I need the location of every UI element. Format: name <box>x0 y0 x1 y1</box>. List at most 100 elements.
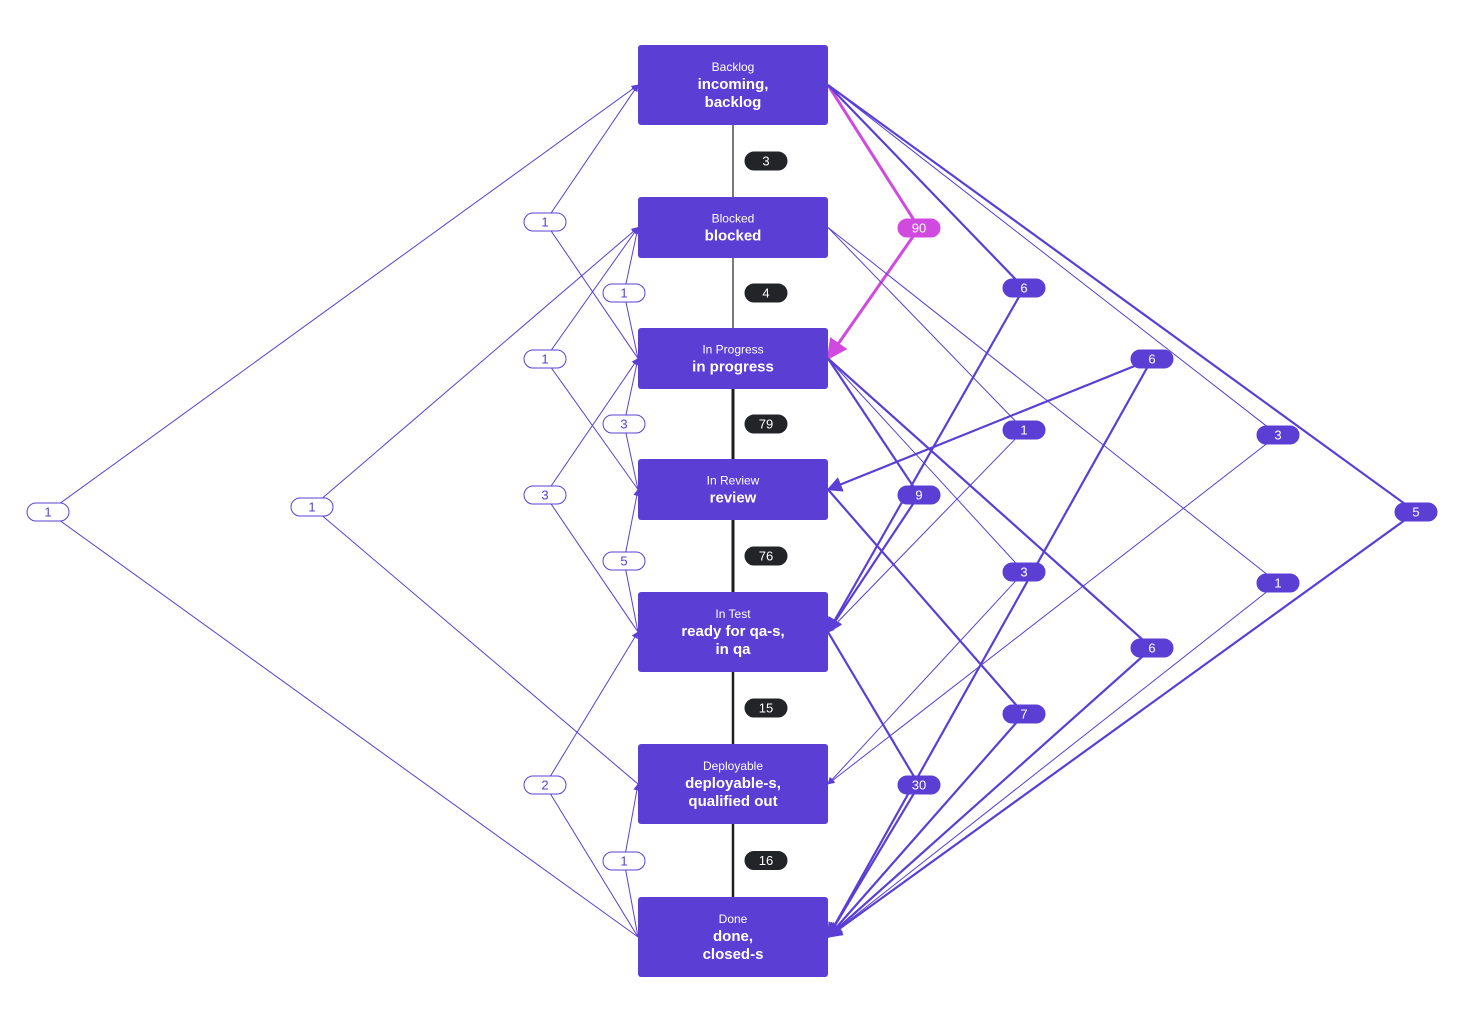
backward-count-done-deployable-label: 1 <box>620 854 627 869</box>
forward-edge-backlog-done <box>826 84 1418 938</box>
forward-count-blocked-done-pill <box>1256 573 1300 593</box>
status-name-label: closed-s <box>703 946 764 963</box>
main-flow-count-intest-deployable: 15 <box>744 698 788 718</box>
forward-count-backlog-intest: 6 <box>1002 278 1046 298</box>
forward-count-backlog-deployable-pill <box>1256 425 1300 445</box>
forward-count-intest-done-label: 30 <box>912 778 926 793</box>
backward-count-intest-inprogress-label: 3 <box>541 488 548 503</box>
status-name-label: review <box>710 490 757 507</box>
main-flow-count-backlog-blocked-pill <box>744 151 788 171</box>
backward-count-deployable-blocked: 1 <box>290 497 334 517</box>
forward-count-inprogress-done-pill <box>1130 638 1174 658</box>
main-flow-count-inprogress-inreview-pill <box>744 414 788 434</box>
main-flow-count-intest-deployable-pill <box>744 698 788 718</box>
status-node-box <box>638 328 828 389</box>
forward-count-inprogress-done-label: 6 <box>1148 641 1155 656</box>
forward-count-backlog-deployable: 3 <box>1256 425 1300 445</box>
backward-edge-deployable-blocked <box>311 227 639 785</box>
forward-count-backlog-done: 5 <box>1394 502 1438 522</box>
forward-edge-blocked-intest <box>827 227 1025 633</box>
status-category-label: Blocked <box>712 212 755 226</box>
main-flow-count-blocked-inprogress-label: 4 <box>762 286 769 301</box>
status-node-box <box>638 197 828 258</box>
main-flow-count-backlog-blocked-label: 3 <box>762 154 769 169</box>
backward-count-done-backlog-pill <box>26 502 70 522</box>
backward-count-inprogress-backlog: 1 <box>523 212 567 232</box>
forward-count-backlog-inprogress-pill <box>897 218 941 238</box>
backward-count-done-deployable-pill <box>602 851 646 871</box>
forward-count-intest-done-pill <box>897 775 941 795</box>
forward-count-inprogress-intest-label: 9 <box>915 488 922 503</box>
forward-edge-blocked-done <box>827 227 1279 938</box>
main-flow-count-inprogress-inreview-label: 79 <box>759 417 773 432</box>
main-flow-count-inreview-intest-label: 76 <box>759 549 773 564</box>
backward-count-inreview-inprogress: 3 <box>602 414 646 434</box>
forward-count-backlog-inprogress: 90 <box>897 218 941 238</box>
status-category-label: Deployable <box>703 759 763 773</box>
forward-count-blocked-intest-label: 1 <box>1020 423 1027 438</box>
forward-count-inreview-done: 7 <box>1002 704 1046 724</box>
forward-count-blocked-intest: 1 <box>1002 420 1046 440</box>
main-flow-count-blocked-inprogress: 4 <box>744 283 788 303</box>
status-name-label: ready for qa-s, <box>681 623 784 640</box>
forward-count-inreview-done-label: 7 <box>1020 707 1027 722</box>
forward-count-inprogress-deployable-label: 3 <box>1020 565 1027 580</box>
status-name-label: blocked <box>705 228 762 245</box>
status-category-label: In Test <box>715 607 751 621</box>
backward-count-done-inreview-label: 6 <box>1148 352 1155 367</box>
status-name-label: deployable-s, <box>685 775 781 792</box>
status-category-label: In Progress <box>702 343 763 357</box>
backward-count-inprogress-blocked-label: 1 <box>620 286 627 301</box>
forward-edge-inreview-done <box>826 488 1026 939</box>
backward-count-intest-inreview-pill <box>602 551 646 571</box>
status-name-label: done, <box>713 928 753 945</box>
backward-count-intest-inprogress-pill <box>523 485 567 505</box>
status-node-deployable[interactable]: Deployable deployable-s,qualified out <box>638 744 828 824</box>
status-node-done[interactable]: Done done,closed-s <box>638 897 828 977</box>
status-node-blocked[interactable]: Blocked blocked <box>638 197 828 258</box>
forward-count-inprogress-intest-pill <box>897 485 941 505</box>
backward-count-inreview-blocked-pill <box>523 349 567 369</box>
backward-count-inprogress-backlog-label: 1 <box>541 215 548 230</box>
backward-count-intest-inprogress: 3 <box>523 485 567 505</box>
backward-count-deployable-blocked-pill <box>290 497 334 517</box>
main-flow-count-inreview-intest: 76 <box>744 546 788 566</box>
backward-count-deployable-blocked-label: 1 <box>308 500 315 515</box>
backward-count-inreview-inprogress-pill <box>602 414 646 434</box>
status-node-box <box>638 592 828 672</box>
forward-count-backlog-intest-pill <box>1002 278 1046 298</box>
main-flow-count-inreview-intest-pill <box>744 546 788 566</box>
backward-count-inreview-blocked-label: 1 <box>541 352 548 367</box>
forward-count-blocked-intest-pill <box>1002 420 1046 440</box>
forward-count-intest-done: 30 <box>897 775 941 795</box>
forward-count-inreview-done-pill <box>1002 704 1046 724</box>
backward-count-done-backlog-label: 1 <box>44 505 51 520</box>
status-name-label: incoming, <box>698 76 769 93</box>
main-flow-count-inprogress-inreview: 79 <box>744 414 788 434</box>
status-name-label: qualified out <box>688 793 777 810</box>
status-category-label: Done <box>719 912 748 926</box>
status-node-box <box>638 744 828 824</box>
forward-count-blocked-done: 1 <box>1256 573 1300 593</box>
main-flow-count-blocked-inprogress-pill <box>744 283 788 303</box>
backward-count-done-intest: 2 <box>523 775 567 795</box>
status-node-box <box>638 459 828 520</box>
backward-count-done-inreview-pill <box>1130 349 1174 369</box>
main-flow-count-backlog-blocked: 3 <box>744 151 788 171</box>
status-node-box <box>638 45 828 125</box>
forward-count-inprogress-deployable-pill <box>1002 562 1046 582</box>
forward-count-backlog-done-label: 5 <box>1412 505 1419 520</box>
backward-count-done-deployable: 1 <box>602 851 646 871</box>
backward-count-done-inreview: 6 <box>1130 349 1174 369</box>
forward-count-backlog-deployable-label: 3 <box>1274 428 1281 443</box>
backward-count-inprogress-blocked: 1 <box>602 283 646 303</box>
backward-count-inreview-inprogress-label: 3 <box>620 417 627 432</box>
status-category-label: Backlog <box>712 60 755 74</box>
backward-edge-done-inreview <box>826 356 1155 938</box>
